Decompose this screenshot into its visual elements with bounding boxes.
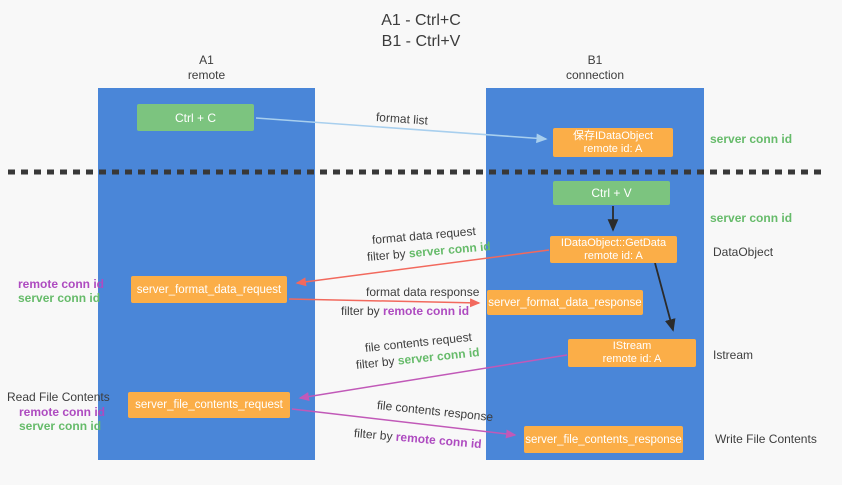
server-file-contents-request-label: server_file_contents_request <box>135 399 283 411</box>
save-idataobject-line2: remote id: A <box>583 142 643 155</box>
server-conn-id-label-right-2: server conn id <box>710 211 793 225</box>
column-b1-name: B1 <box>587 53 603 67</box>
server-file-contents-response-node: server_file_contents_response <box>524 426 683 453</box>
format-response-filter-label: filter by remote conn id <box>341 304 469 318</box>
istream-line1: IStream <box>612 340 652 352</box>
server-file-contents-request-node: server_file_contents_request <box>128 392 290 418</box>
istream-line2: remote id: A <box>602 353 662 365</box>
server-conn-id-label-right-top: server conn id <box>710 132 793 146</box>
server-conn-id-label-left-2: server conn id <box>19 419 102 433</box>
format-data-request-arrow <box>295 249 550 287</box>
remote-conn-id-label-left-2: remote conn id <box>19 405 106 419</box>
read-file-contents-label: Read File Contents <box>7 390 110 404</box>
idataobject-getdata-node: IDataObject::GetData remote id: A <box>550 236 677 263</box>
diagram-title: A1 - Ctrl+C B1 - Ctrl+V <box>0 10 842 52</box>
ctrl-v-node: Ctrl + V <box>553 181 670 205</box>
file-contents-response-arrow <box>291 408 517 439</box>
format-list-arrow <box>255 117 548 144</box>
server-format-data-response-node: server_format_data_response <box>487 290 643 315</box>
remote-conn-id-text: remote conn id <box>383 304 470 318</box>
server-file-contents-response-label: server_file_contents_response <box>525 433 682 446</box>
column-a1-name: A1 <box>199 53 214 67</box>
filter-by-text: filter by <box>341 304 380 318</box>
format-data-response-label: format data response <box>366 285 480 299</box>
getdata-line1: IDataObject::GetData <box>560 236 667 249</box>
ctrl-c-node: Ctrl + C <box>137 104 254 131</box>
server-format-data-request-label: server_format_data_request <box>136 283 282 296</box>
column-header-a1: A1 remote <box>98 53 315 83</box>
istream-side-label: Istream <box>713 348 754 362</box>
getdata-to-istream-arrow <box>654 262 676 332</box>
title-line-2: B1 - Ctrl+V <box>381 33 461 50</box>
format-data-response-arrow <box>288 298 481 308</box>
title-line-1: A1 - Ctrl+C <box>381 12 461 29</box>
server-conn-id-label-left-1: server conn id <box>18 291 101 305</box>
ctrl-c-label: Ctrl + C <box>174 110 216 125</box>
column-b1-subtitle: connection <box>565 68 625 82</box>
istream-node: IStream remote id: A <box>568 339 696 367</box>
write-file-contents-label: Write File Contents <box>715 432 817 446</box>
ctrl-v-label: Ctrl + V <box>591 186 632 200</box>
column-header-b1: B1 connection <box>486 53 704 83</box>
save-idataobject-node: 保存IDataObject remote id: A <box>553 128 673 157</box>
server-format-data-response-label: server_format_data_response <box>488 296 642 309</box>
column-a1-subtitle: remote <box>187 68 226 82</box>
getdata-line2: remote id: A <box>584 249 643 262</box>
save-idataobject-line1: 保存IDataObject <box>572 129 654 142</box>
dataobject-label: DataObject <box>713 245 774 259</box>
remote-conn-id-label-left-1: remote conn id <box>18 277 105 291</box>
server-format-data-request-node: server_format_data_request <box>131 276 287 303</box>
file-contents-request-arrow <box>298 354 568 402</box>
